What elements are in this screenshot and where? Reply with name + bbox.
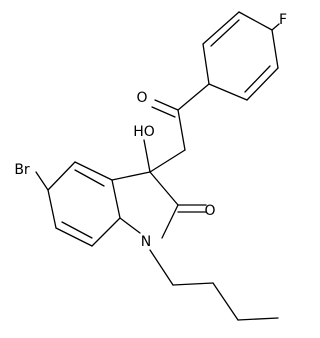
bond xyxy=(177,109,186,151)
bond xyxy=(246,67,279,101)
bond xyxy=(111,171,151,181)
bond xyxy=(91,217,121,247)
atom-label-ketone-oxygen: O xyxy=(136,90,147,106)
bond xyxy=(161,204,179,239)
bond xyxy=(177,83,210,111)
bond xyxy=(119,217,141,234)
atom-label-bromine: Br xyxy=(14,162,30,178)
bond xyxy=(154,99,179,111)
bond xyxy=(47,189,57,229)
bond xyxy=(244,65,271,93)
structure-canvas: F O HO Br O N xyxy=(14,11,287,321)
bond xyxy=(149,171,179,206)
bond-layer xyxy=(35,11,280,321)
bond xyxy=(271,23,280,31)
bond xyxy=(61,221,93,239)
atom-label-fluorine: F xyxy=(279,12,287,28)
bond xyxy=(202,43,210,85)
bond xyxy=(47,161,76,191)
bond xyxy=(35,171,49,191)
bond xyxy=(74,169,105,187)
bond xyxy=(271,29,279,69)
bond xyxy=(149,149,186,173)
bond xyxy=(202,11,240,45)
bond xyxy=(172,282,214,286)
atom-label-nitrogen: N xyxy=(141,234,151,250)
bond xyxy=(143,139,151,173)
bond xyxy=(238,11,273,31)
atom-label-hydroxyl: HO xyxy=(133,124,155,140)
bond xyxy=(151,106,176,118)
atom-label-layer: F O HO Br O N xyxy=(14,12,287,250)
bond xyxy=(208,83,248,101)
bond xyxy=(111,179,121,219)
atom-label-lactam-oxygen: O xyxy=(204,203,215,219)
bond xyxy=(149,249,174,286)
bond xyxy=(55,227,93,247)
bond xyxy=(210,19,240,47)
chemical-structure-diagram: F O HO Br O N xyxy=(14,11,287,321)
bond xyxy=(237,317,279,321)
bond xyxy=(74,161,113,181)
bond xyxy=(212,282,239,321)
